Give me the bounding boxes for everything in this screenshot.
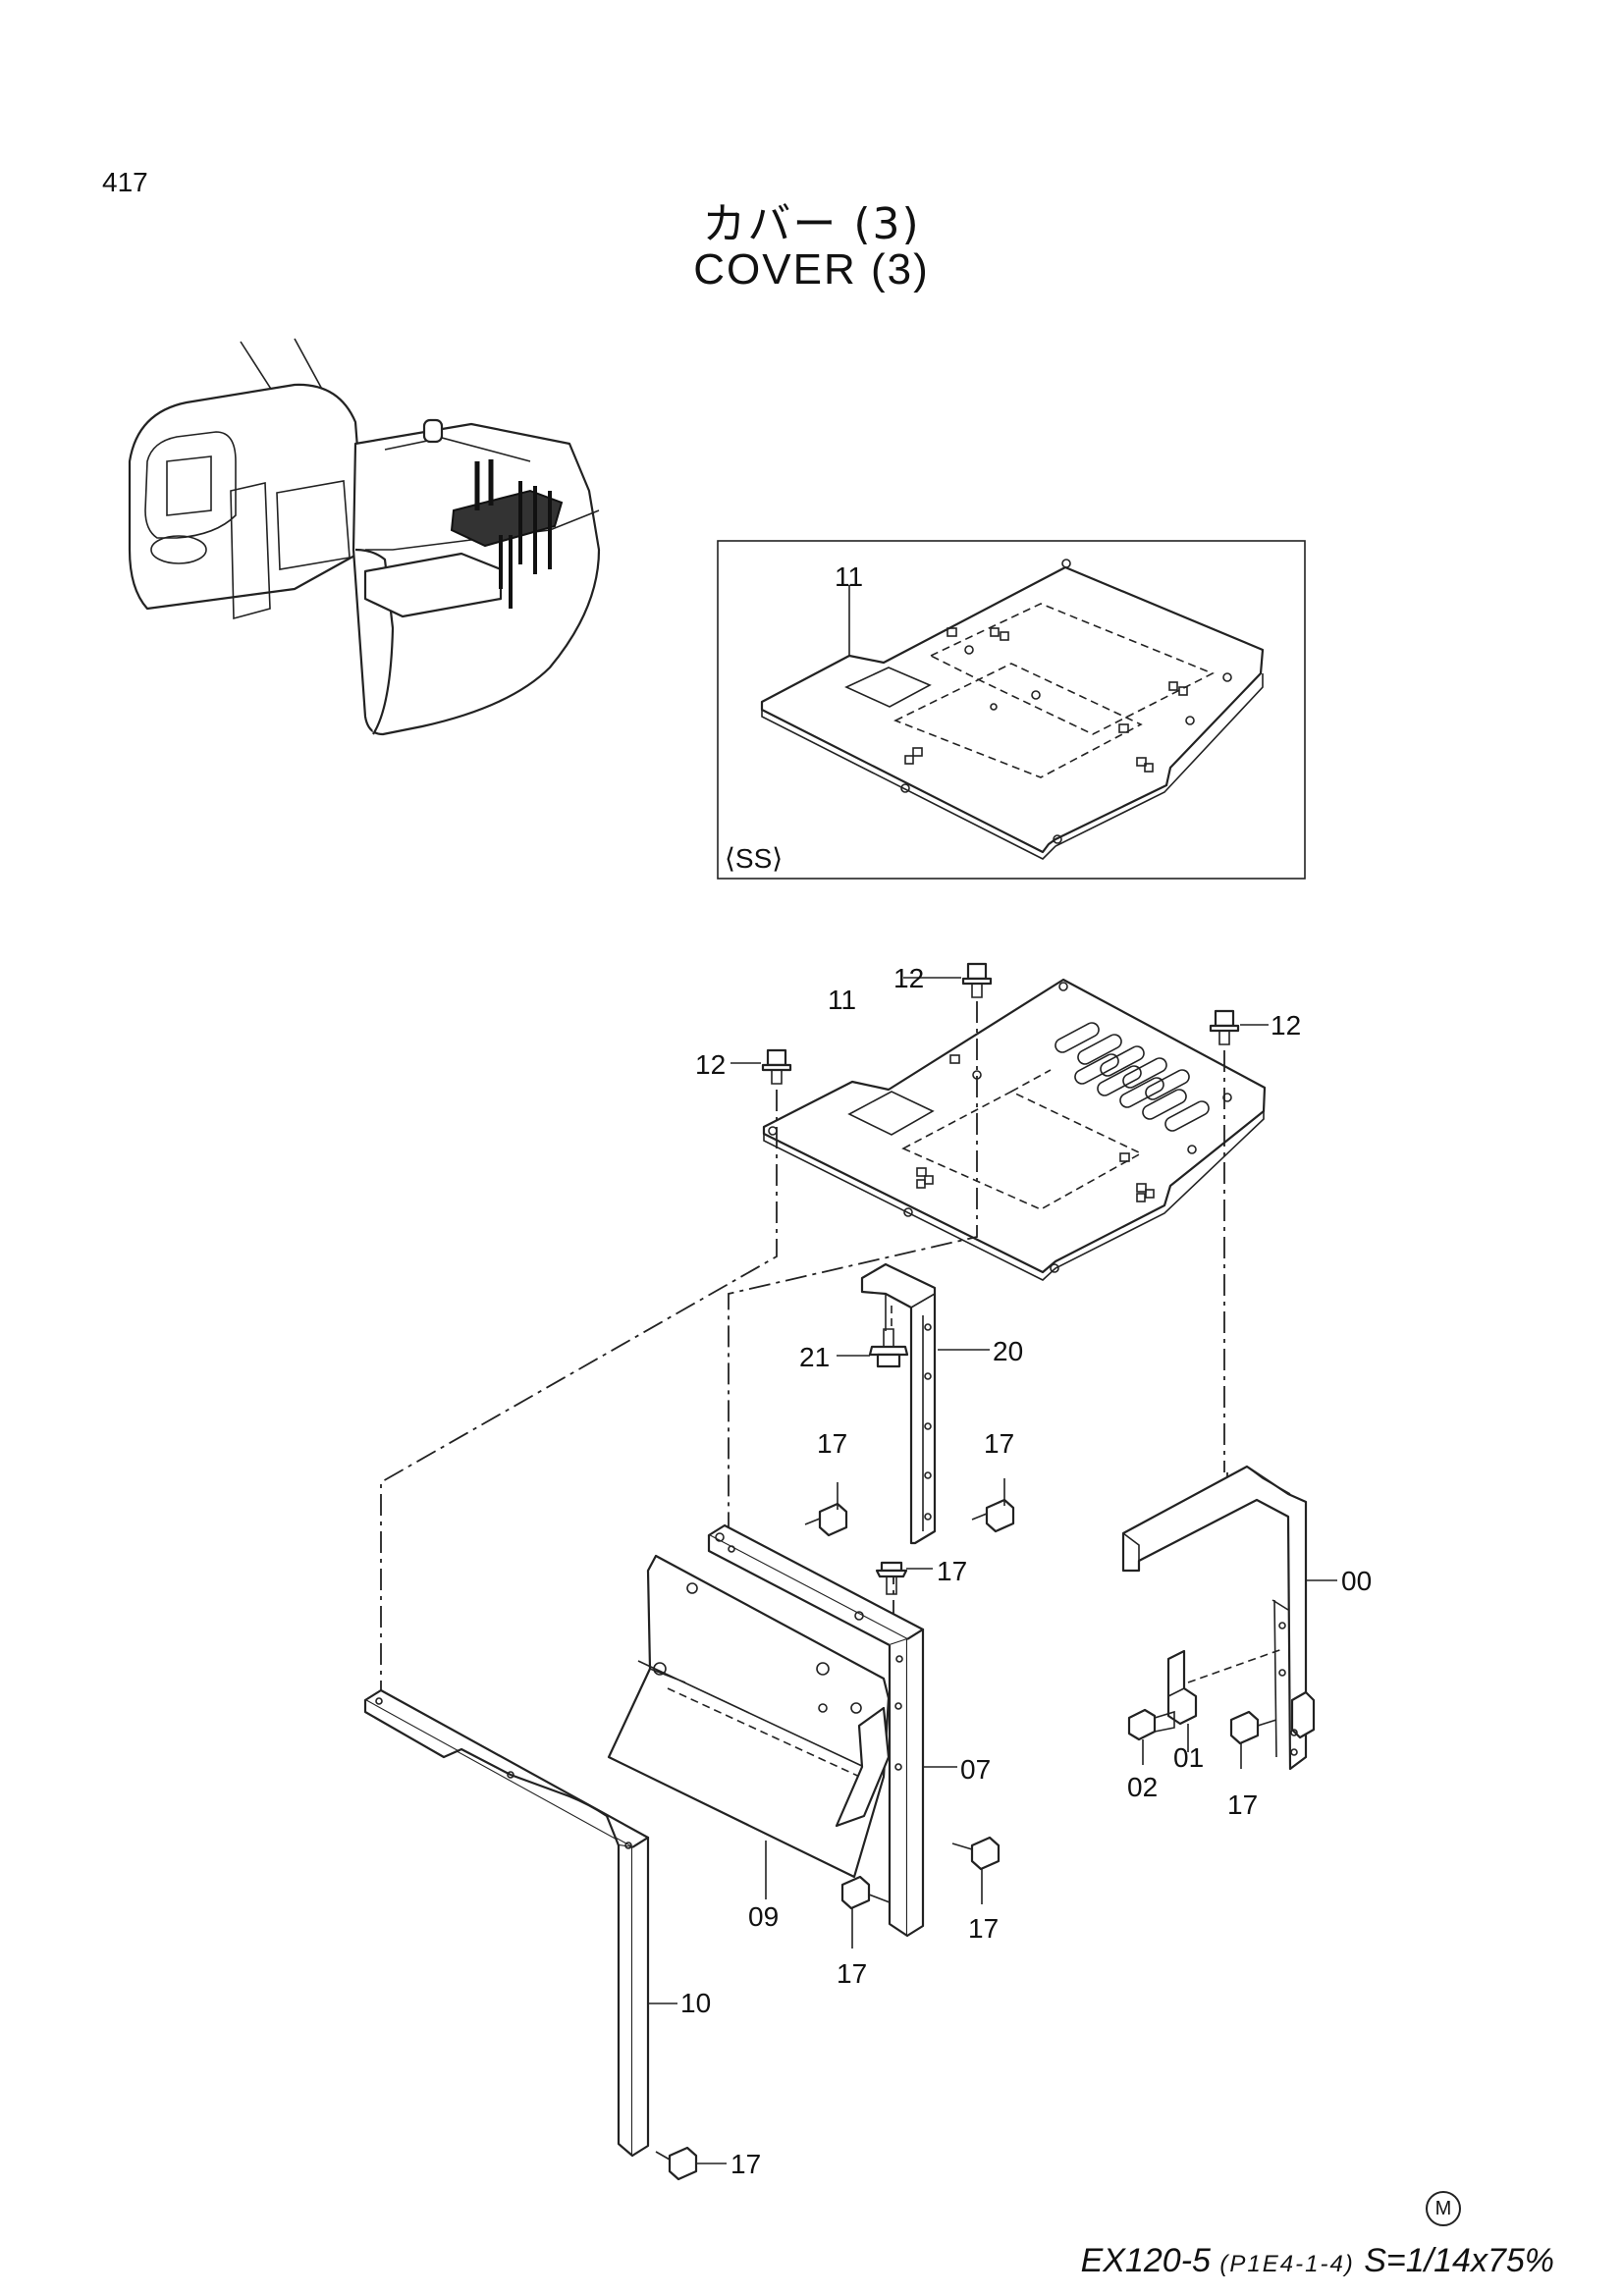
callout-02: 02 — [1127, 1772, 1158, 1802]
callout-10: 10 — [680, 1988, 711, 2018]
callout-17-c: 17 — [937, 1556, 967, 1586]
footer-scale: S=1/14x75% — [1364, 2242, 1554, 2279]
footer-code: (P1E4-1-4) — [1219, 2251, 1355, 2277]
part-00-frame — [1121, 1465, 1337, 1771]
part-12-bolts — [730, 962, 1269, 1085]
callout-09: 09 — [748, 1901, 779, 1932]
inset-frame — [717, 540, 1306, 880]
callout-17-e: 17 — [968, 1913, 999, 1944]
part-10-frame — [363, 1688, 677, 2158]
part-02-bolt — [1127, 1708, 1175, 1765]
machine-overview-illustration — [128, 338, 601, 736]
callout-00: 00 — [1341, 1566, 1372, 1596]
part-01-bracket — [1166, 1649, 1198, 1752]
callout-12-left: 12 — [695, 1049, 726, 1080]
part-09-panel — [607, 1554, 891, 1899]
callout-21: 21 — [799, 1342, 830, 1372]
part-07-frame — [707, 1523, 957, 1938]
part-11-cover-plate — [762, 978, 1267, 1281]
part-20-bracket — [860, 1262, 990, 1545]
callout-17-g: 17 — [730, 2149, 761, 2179]
page-title-english: COVER (3) — [693, 245, 930, 294]
page-number: 417 — [102, 167, 148, 197]
callout-11: 11 — [828, 985, 856, 1015]
part-21-bolt — [837, 1328, 909, 1368]
callout-12-right: 12 — [1271, 1010, 1301, 1041]
callout-17-b: 17 — [984, 1428, 1014, 1459]
callout-17-d: 17 — [1227, 1789, 1258, 1820]
callout-07: 07 — [960, 1754, 991, 1785]
callout-17-a: 17 — [817, 1428, 847, 1459]
callout-20: 20 — [993, 1336, 1023, 1366]
inset-variant-label: ⟨SS⟩ — [725, 843, 783, 874]
footer-model-code: EX120-5 (P1E4-1-4) S=1/14x75% — [1081, 2242, 1554, 2280]
callout-01: 01 — [1173, 1742, 1204, 1773]
callout-17-f: 17 — [837, 1958, 867, 1989]
footer-model: EX120-5 — [1080, 2242, 1211, 2279]
revision-mark: M — [1426, 2191, 1461, 2226]
inset-callout-11: 11 — [835, 561, 863, 592]
part-17-bolts — [655, 1478, 1277, 2181]
inset-cover-plate-11 — [760, 559, 1265, 860]
page-title-japanese: カバー (3) — [702, 199, 921, 249]
callout-12-top: 12 — [893, 963, 924, 993]
